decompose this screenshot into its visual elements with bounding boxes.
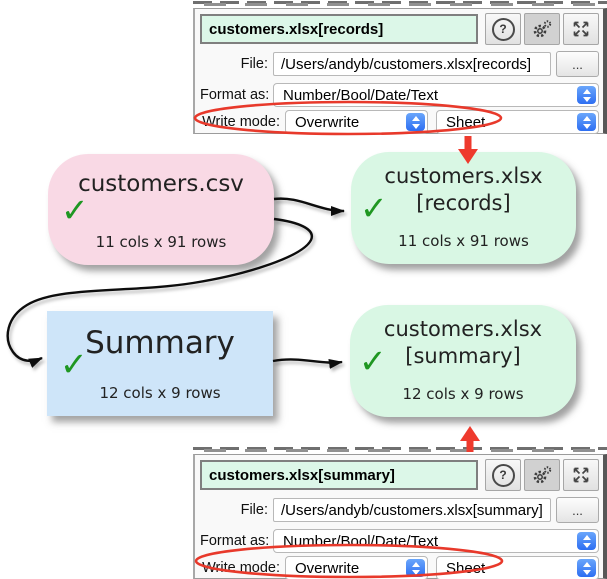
node-meta: 11 cols x 91 rows — [398, 232, 529, 250]
write-target-select[interactable]: Sheet — [436, 556, 599, 579]
file-path-text: /Users/andyb/customers.xlsx[summary] — [281, 501, 543, 519]
format-as-value: Number/Bool/Date/Text — [283, 86, 439, 104]
check-icon: ✓ — [360, 188, 388, 228]
stepper-icon[interactable] — [577, 113, 596, 131]
node-title-line2: [records] — [416, 191, 511, 215]
format-as-label: Format as: — [200, 87, 270, 103]
node-title: customers.csv — [78, 171, 244, 197]
panel-title-text: customers.xlsx[summary] — [209, 466, 395, 484]
write-mode-value: Overwrite — [295, 113, 360, 131]
write-mode-value: Overwrite — [295, 559, 360, 577]
expand-icon — [573, 21, 589, 37]
format-as-label: Format as: — [200, 533, 270, 549]
node-customers-xlsx-records[interactable]: ✓ customers.xlsx [records] 11 cols x 91 … — [351, 152, 576, 264]
panel-title: customers.xlsx[records] — [200, 14, 478, 44]
node-customers-csv[interactable]: ✓ customers.csv 11 cols x 91 rows — [48, 154, 274, 265]
help-icon: ? — [491, 17, 515, 41]
records-output-panel: customers.xlsx[records] ? — [193, 0, 607, 134]
stepper-icon[interactable] — [577, 86, 596, 104]
file-path-text: /Users/andyb/customers.xlsx[records] — [281, 55, 532, 73]
panel-title: customers.xlsx[summary] — [200, 460, 478, 490]
write-target-select[interactable]: Sheet — [436, 110, 599, 134]
check-icon: ✓ — [60, 344, 88, 383]
summary-output-panel: customers.xlsx[summary] ? — [193, 446, 607, 579]
settings-button[interactable] — [524, 13, 560, 45]
expand-icon — [573, 467, 589, 483]
arrowhead-up-icon — [460, 426, 480, 441]
file-label: File: — [240, 56, 268, 72]
format-as-select[interactable]: Number/Bool/Date/Text — [273, 83, 599, 107]
write-mode-select[interactable]: Overwrite — [285, 556, 428, 579]
edge-summary-to-xlsx-summary — [272, 358, 343, 369]
node-title-line2: [summary] — [405, 344, 521, 368]
node-meta: 12 cols x 9 rows — [99, 384, 221, 402]
node-customers-xlsx-summary[interactable]: ✓ customers.xlsx [summary] 12 cols x 9 r… — [350, 305, 576, 417]
torn-edge — [193, 0, 607, 8]
write-target-value: Sheet — [446, 113, 486, 131]
node-summary[interactable]: ✓ Summary 12 cols x 9 rows — [47, 311, 273, 416]
check-icon: ✓ — [61, 190, 89, 229]
node-title: Summary — [85, 325, 235, 361]
write-mode-label: Write mode: — [202, 560, 280, 576]
node-title-line1: customers.xlsx — [383, 317, 543, 341]
gear-icon — [533, 20, 552, 38]
expand-button[interactable] — [563, 459, 599, 491]
gear-icon — [533, 466, 552, 484]
help-icon: ? — [491, 463, 515, 487]
edge-csv-to-records — [273, 197, 345, 216]
panel-body: customers.xlsx[records] ? — [193, 8, 607, 134]
file-path-field[interactable]: /Users/andyb/customers.xlsx[records] — [273, 52, 551, 76]
node-meta: 12 cols x 9 rows — [402, 385, 524, 403]
stepper-icon[interactable] — [577, 532, 596, 550]
stepper-icon[interactable] — [406, 559, 425, 577]
check-icon: ✓ — [359, 341, 387, 381]
help-button[interactable]: ? — [485, 13, 521, 45]
stepper-icon[interactable] — [406, 113, 425, 131]
write-mode-label: Write mode: — [202, 114, 280, 130]
file-label: File: — [240, 502, 268, 518]
settings-button[interactable] — [524, 459, 560, 491]
browse-button[interactable]: ... — [556, 51, 599, 77]
file-path-field[interactable]: /Users/andyb/customers.xlsx[summary] — [273, 498, 551, 522]
panel-title-text: customers.xlsx[records] — [209, 20, 384, 38]
panel-body: customers.xlsx[summary] ? — [193, 454, 607, 579]
node-title-line1: customers.xlsx — [384, 164, 543, 188]
write-target-value: Sheet — [446, 559, 486, 577]
node-title: customers.xlsx [records] — [384, 163, 542, 217]
torn-edge — [193, 446, 607, 454]
node-meta: 11 cols x 91 rows — [95, 233, 227, 251]
expand-button[interactable] — [563, 13, 599, 45]
stepper-icon[interactable] — [577, 559, 596, 577]
write-mode-select[interactable]: Overwrite — [285, 110, 428, 134]
format-as-value: Number/Bool/Date/Text — [283, 532, 439, 550]
help-button[interactable]: ? — [485, 459, 521, 491]
browse-button[interactable]: ... — [556, 497, 599, 523]
node-title: customers.xlsx [summary] — [384, 316, 542, 370]
format-as-select[interactable]: Number/Bool/Date/Text — [273, 529, 599, 553]
